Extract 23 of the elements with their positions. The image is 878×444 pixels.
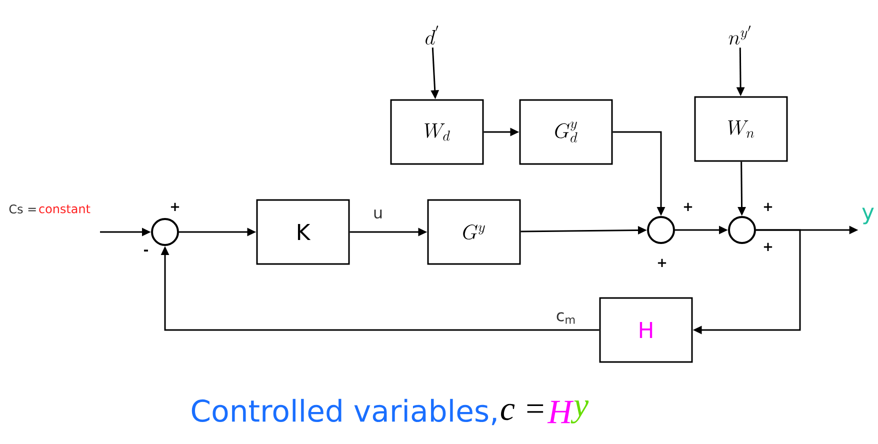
block-box: $W_d$ (390, 99, 484, 165)
signal-label: $d^{'}$ (426, 26, 438, 45)
sign-label: + (764, 202, 772, 212)
block-box: K (256, 199, 350, 265)
block-box: $G_d^y$ (519, 99, 613, 165)
sign-label: + (658, 258, 666, 268)
sign-label: + (764, 242, 772, 252)
caption: Controlled variables, (192, 398, 496, 426)
formula: c = (501, 404, 544, 420)
signal-label: $n^{y'}$ (728, 26, 751, 45)
summing-junction (647, 216, 675, 244)
input-label: constant (39, 204, 90, 214)
summing-junction (728, 216, 756, 244)
input-label: Cs = (9, 204, 36, 214)
summing-junction (151, 218, 179, 246)
block-box: H (599, 297, 693, 363)
edge-label: c$_{m}$ (556, 312, 575, 324)
signal-label: y (862, 208, 874, 224)
sign-label: - (144, 250, 148, 252)
sign-label: + (684, 202, 692, 212)
block-box: $G^y$ (427, 199, 521, 265)
block-box: $W_n$ (694, 96, 788, 162)
edge-label: u (374, 209, 382, 219)
